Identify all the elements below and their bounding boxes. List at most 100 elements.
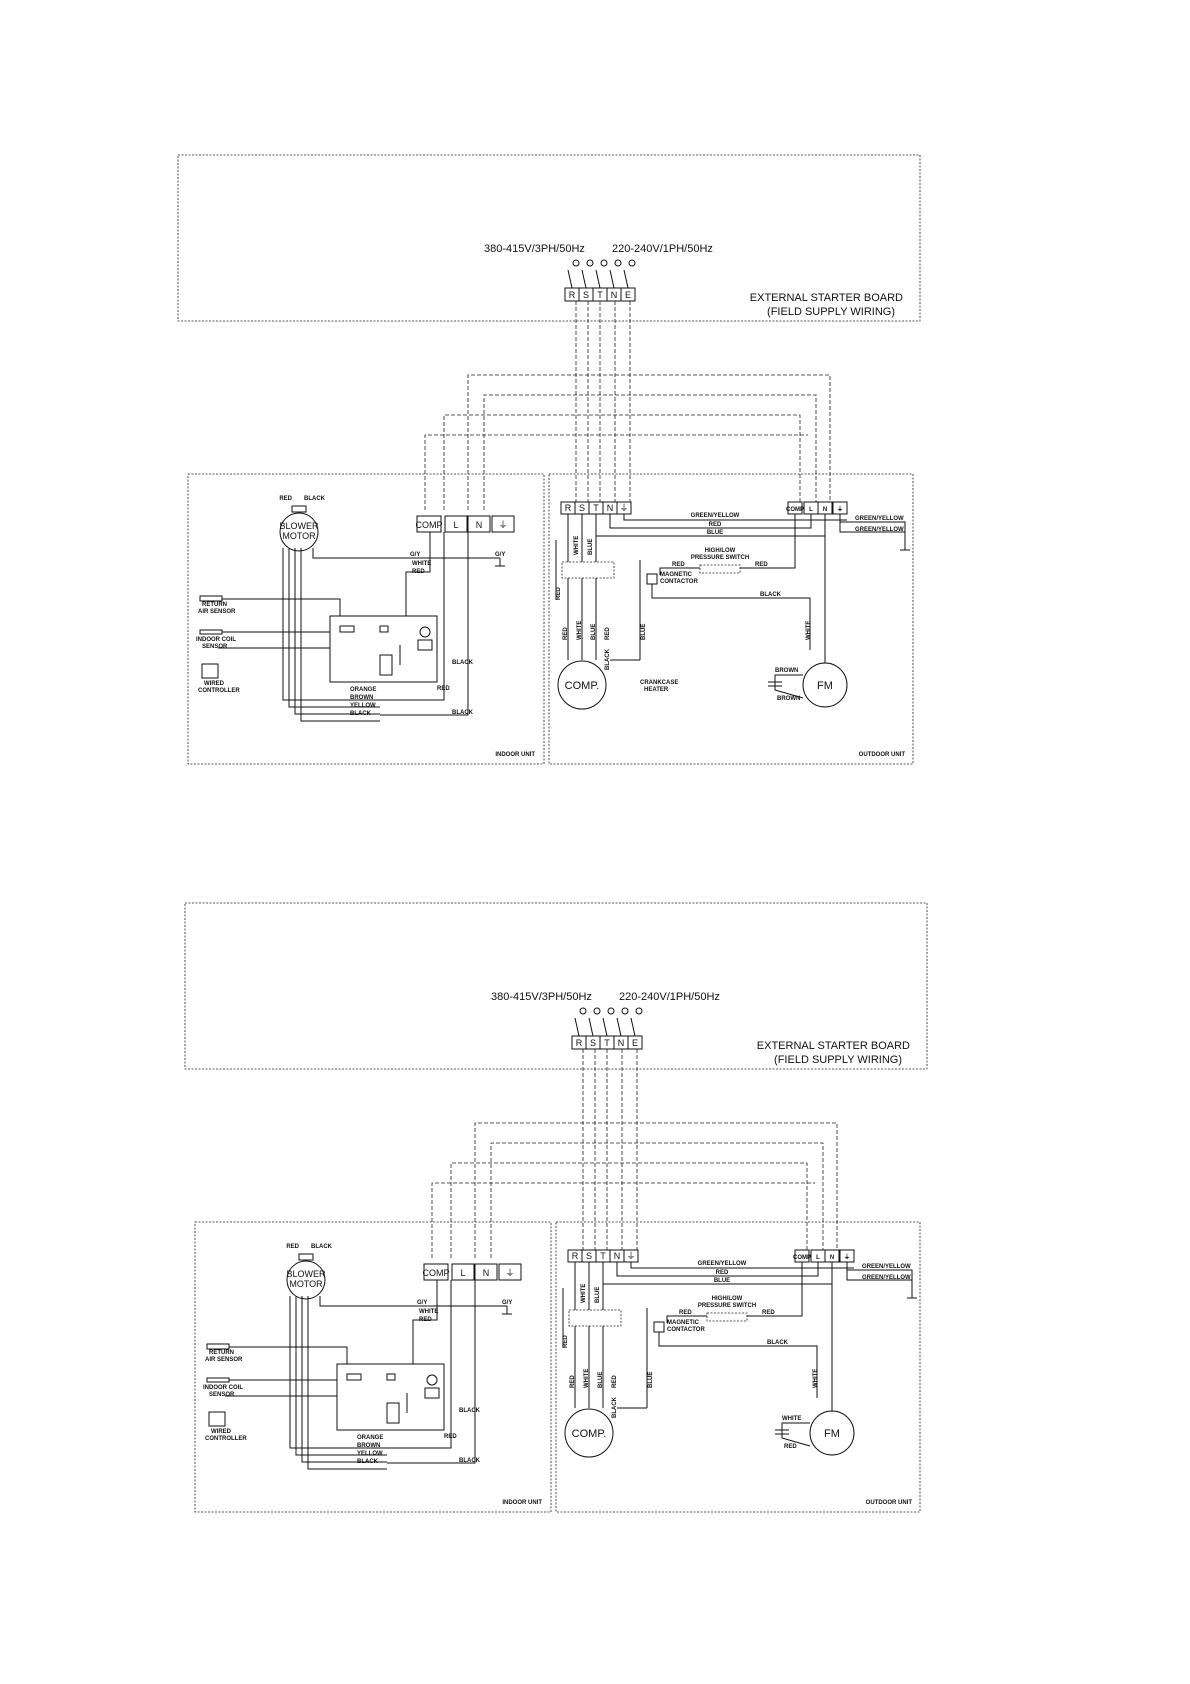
pressure-switch-label: PRESSURE SWITCH [691, 555, 749, 561]
indoor-terminal-label: COMP [416, 520, 443, 530]
supply-switch [630, 1017, 636, 1037]
blower-capacitor [298, 1253, 314, 1261]
outdoor-terminal-label: N [607, 503, 614, 513]
pcb-buzzer [426, 1374, 438, 1386]
sensor-lead [229, 1346, 348, 1364]
phase-label: WHITE [584, 1369, 590, 1388]
outdoor-terminal-label: T [600, 1251, 606, 1261]
supply-switch [623, 269, 629, 289]
supply-node [614, 259, 622, 267]
indoor-unit-label: INDOOR UNIT [502, 1500, 542, 1506]
gy-wire [319, 1296, 507, 1307]
blower-lead [307, 1296, 387, 1470]
supply-terminal-label: T [604, 1038, 610, 1048]
indoor-lead-n [387, 1280, 476, 1464]
phase-label: BLUE [595, 1287, 601, 1303]
supply-switch [588, 1017, 594, 1037]
white-label: WHITE [419, 1309, 438, 1315]
fm-wire-label: BROWN [777, 696, 800, 702]
supply-terminal-label: E [632, 1038, 638, 1048]
compressor [564, 1408, 614, 1458]
supply-switch [581, 269, 587, 289]
blower-motor [286, 1260, 326, 1300]
phase-label: RED [605, 627, 611, 640]
contactor-coil [653, 1321, 665, 1333]
outdoor-terminal-label: ⏚ [619, 503, 628, 513]
red-wire-out [616, 1262, 819, 1277]
supply-1ph-label: 220-240V/1PH/50Hz [612, 243, 713, 255]
red-wire-out [609, 514, 812, 529]
blower-wire-label: BLACK [311, 1244, 333, 1250]
outdoor-right-terminal-label: COMP [786, 507, 804, 513]
field-loop-4 [431, 1182, 815, 1258]
supply-node [586, 259, 594, 267]
indoor-lead-n [380, 532, 469, 716]
blower-motor [279, 512, 319, 552]
gy-label-2: G/Y [502, 1300, 512, 1306]
supply-node [621, 1007, 629, 1015]
supply-1ph-label: 220-240V/1PH/50Hz [619, 991, 720, 1003]
outdoor-right-terminal-label: L [809, 507, 813, 513]
indoor-wire-label: ORANGE [357, 1435, 383, 1441]
blower-motor-label: BLOWER [279, 521, 319, 531]
crankcase-label: CRANKCASE [640, 680, 678, 686]
indoor-terminal-label: N [483, 1268, 490, 1278]
outdoor-wire-label: BLUE [714, 1278, 730, 1284]
indoor-coil-sensor-icon [199, 629, 223, 635]
pcb-relay [386, 1402, 400, 1424]
supply-switch [574, 1017, 580, 1037]
field-loop-4 [424, 434, 808, 510]
outdoor-wire-label: RED [709, 522, 722, 528]
board-title: EXTERNAL STARTER BOARD [750, 292, 903, 304]
compressor-label: COMP. [572, 1428, 607, 1440]
sensor-label: CONTROLLER [198, 688, 240, 694]
outdoor-unit-box [548, 473, 914, 765]
supply-terminal-label: R [576, 1038, 583, 1048]
field-loop-1 [474, 1122, 838, 1258]
indoor-terminal [498, 1263, 522, 1281]
outdoor-right-terminal-label: N [823, 507, 827, 513]
blower-lead [294, 548, 380, 715]
outdoor-right-terminal-label: ⏚ [844, 1254, 850, 1261]
supply-node [572, 259, 580, 267]
pressure-switch-box [699, 564, 741, 574]
outdoor-wire-label: RED [716, 1270, 729, 1276]
contactor-contacts [568, 1309, 622, 1327]
phase-label: BLUE [588, 539, 594, 555]
field-loop-3 [450, 1162, 808, 1258]
outdoor-terminal-label: N [614, 1251, 621, 1261]
crankcase-label: HEATER [644, 687, 669, 693]
fan-motor-label: FM [817, 680, 833, 692]
indoor-wire-label: BLACK [357, 1459, 379, 1465]
sensor-label: AIR SENSOR [198, 609, 236, 615]
pressure-switch-label: HIGH/LOW [705, 548, 736, 554]
indoor-unit-box [187, 473, 545, 765]
blower-lead [300, 548, 380, 722]
sensor-label: AIR SENSOR [205, 1357, 243, 1363]
outdoor-unit-label: OUTDOOR UNIT [859, 752, 906, 758]
contactor-label: MAGNETIC [667, 1320, 700, 1326]
phase-label: RED [570, 1375, 576, 1388]
indoor-wire-label: BROWN [357, 1443, 380, 1449]
indoor-terminal-label: L [453, 520, 458, 530]
supply-switch [616, 1017, 622, 1037]
gy-label: G/Y [417, 1300, 427, 1306]
phase-label: WHITE [581, 1284, 587, 1303]
supply-switch [609, 269, 615, 289]
indoor-terminal [474, 1263, 498, 1281]
sensor-label: CONTROLLER [205, 1436, 247, 1442]
phase-label: BLACK [605, 648, 611, 670]
outdoor-wire-label: GREEN/YELLOW [862, 1275, 911, 1281]
black-wire-out [658, 1332, 818, 1398]
black-label-2: BLACK [452, 710, 474, 716]
red-label-2: RED [437, 686, 450, 692]
phase-label: RED [612, 1375, 618, 1388]
field-loop-1 [467, 374, 831, 510]
supply-terminal-label: S [583, 290, 589, 300]
gy-label: G/Y [410, 552, 420, 558]
black-label-3: BLACK [767, 1340, 789, 1346]
sensor-label: SENSOR [209, 1392, 235, 1398]
outdoor-wire-label: GREEN/YELLOW [698, 1261, 747, 1267]
phase-label: WHITE [577, 621, 583, 640]
